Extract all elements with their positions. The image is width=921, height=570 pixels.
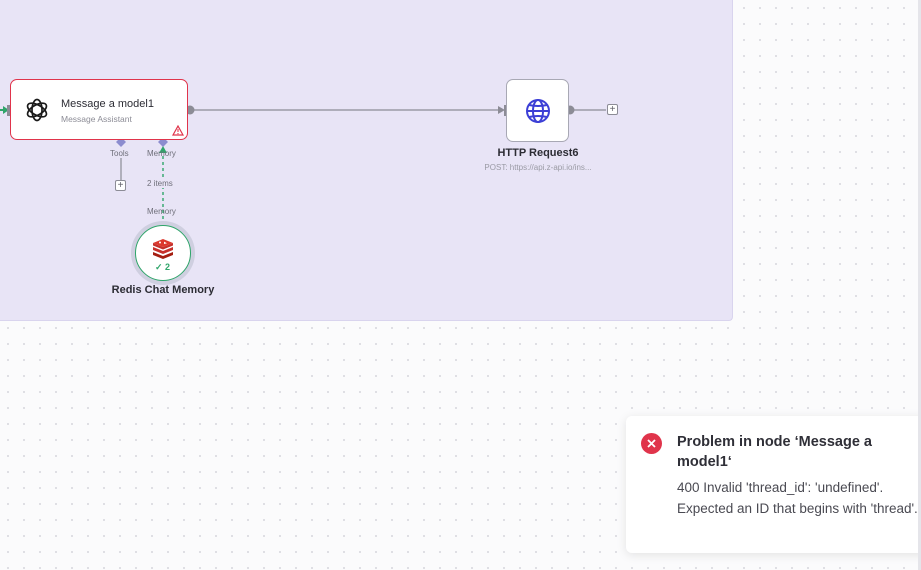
memory-port-label: Memory — [147, 149, 176, 158]
memory-arrow — [159, 146, 167, 153]
incoming-arrow — [3, 106, 9, 114]
add-node-button[interactable]: + — [607, 104, 618, 115]
tools-port-label: Tools — [110, 149, 129, 158]
main-input-port — [7, 105, 11, 116]
memory-items-count: 2 items — [146, 179, 174, 188]
toast-message: 400 Invalid 'thread_id': 'undefined'. Ex… — [677, 480, 918, 516]
add-tool-button[interactable]: + — [115, 180, 126, 191]
http-node-subtitle: POST: https://api.z-api.io/ins... — [484, 163, 592, 172]
error-toast[interactable]: Problem in node ‘Message a model1‘ 400 I… — [626, 416, 921, 553]
success-badge: ✓ 2 — [155, 262, 171, 272]
right-panel-edge — [918, 0, 921, 570]
openai-icon — [26, 98, 48, 122]
toast-title: Problem in node ‘Message a model1‘ — [677, 434, 872, 470]
sticky-note[interactable] — [0, 0, 733, 321]
redis-icon — [153, 239, 173, 259]
node-message-a-model[interactable]: Message a model1 Message Assistant — [10, 79, 188, 140]
redis-node-title: Redis Chat Memory — [111, 284, 215, 296]
http-arrow — [498, 106, 505, 114]
globe-icon — [526, 99, 550, 123]
node-subtitle: Message Assistant — [61, 114, 132, 124]
http-node-title: HTTP Request6 — [497, 147, 579, 159]
node-redis-chat-memory[interactable]: ✓ 2 — [135, 225, 191, 281]
node-http-request[interactable] — [506, 79, 569, 142]
error-circle-icon — [641, 433, 662, 454]
node-title: Message a model1 — [61, 98, 154, 110]
redis-port-label: Memory — [147, 207, 176, 216]
warning-icon[interactable] — [172, 125, 184, 136]
success-count: 2 — [165, 262, 171, 272]
